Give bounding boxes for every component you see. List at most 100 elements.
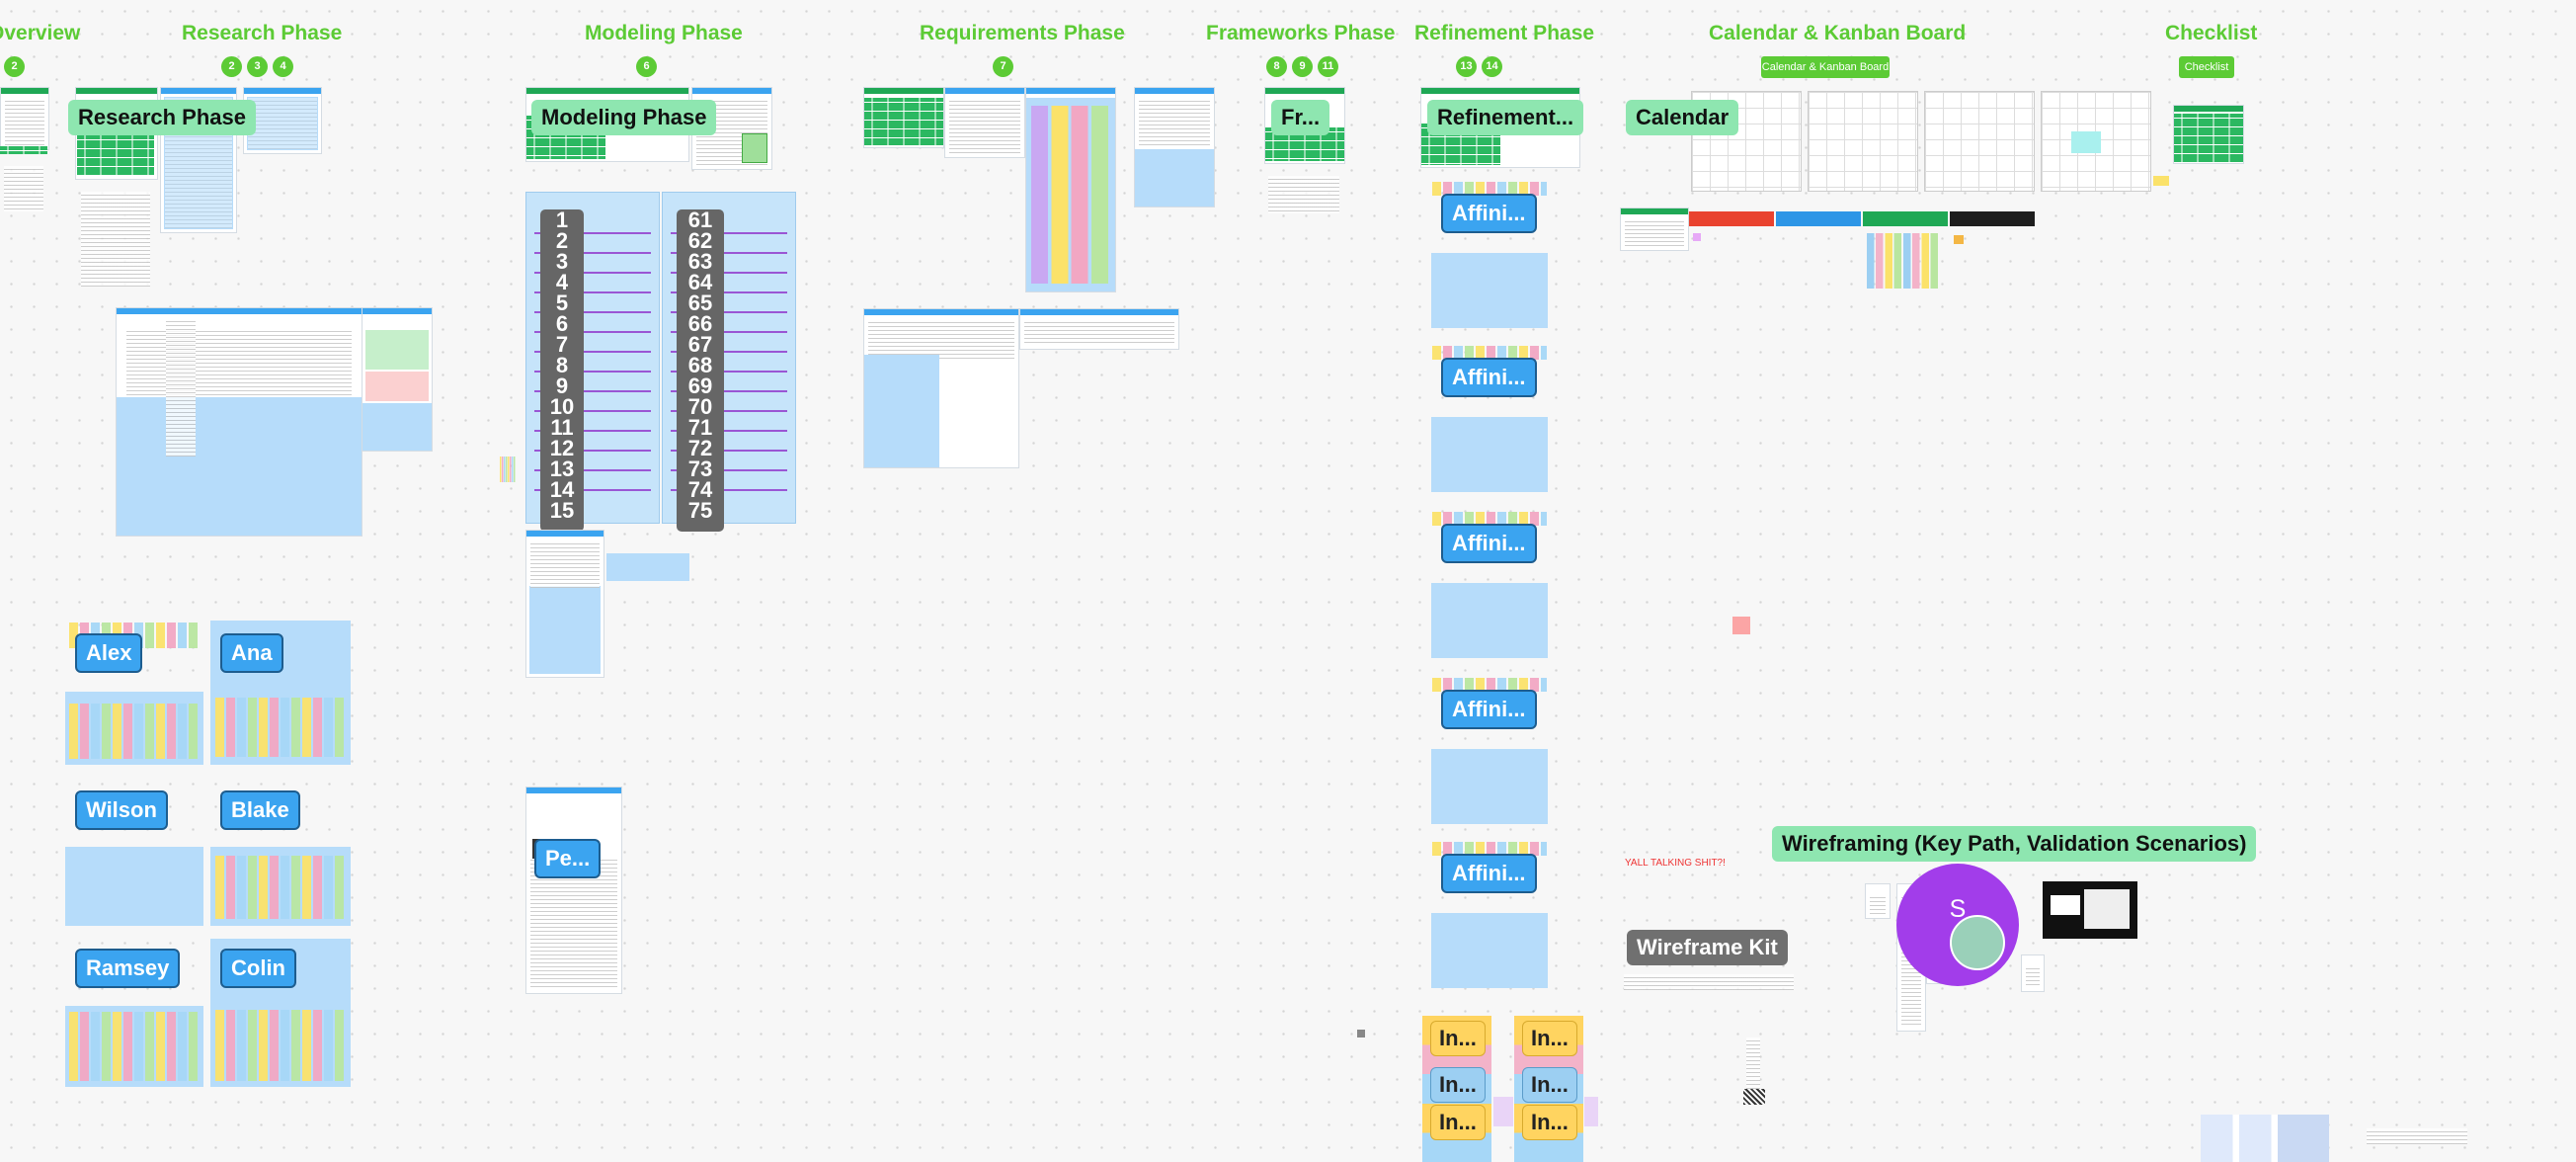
avatar-photo[interactable] [1950,915,2005,970]
number-item[interactable]: 73 [687,456,713,481]
frame-label-frameworks[interactable]: Fr... [1271,100,1330,135]
label-alex[interactable]: Alex [75,633,143,673]
label-affinity-5[interactable]: Affini... [1441,854,1537,893]
number-item[interactable]: 72 [687,436,713,460]
label-ana[interactable]: Ana [220,633,283,673]
requirements-document-5[interactable] [1019,308,1179,350]
number-item[interactable]: 11 [550,415,574,440]
research-document-3[interactable] [243,87,322,154]
number-item[interactable]: 63 [687,249,713,274]
requirements-document-3[interactable] [1134,87,1215,208]
badge-refinement-2[interactable]: 14 [1482,56,1502,77]
kanban-card[interactable] [1954,235,1964,244]
number-item[interactable]: 4 [555,270,569,294]
number-item[interactable]: 7 [555,332,569,357]
number-item[interactable]: 68 [687,353,713,377]
label-interview-3[interactable]: In... [1430,1067,1486,1103]
kanban-notes[interactable] [1620,208,1689,251]
label-affinity-4[interactable]: Affini... [1441,690,1537,729]
overview-document[interactable] [0,87,49,150]
number-item[interactable]: 70 [687,394,713,419]
number-item[interactable]: 15 [549,498,575,523]
badge-requirements-1[interactable]: 7 [993,56,1013,77]
badge-frameworks-2[interactable]: 9 [1292,56,1313,77]
wireframe-mobile-4[interactable] [2021,954,2045,992]
affinity-board-1[interactable] [1431,253,1548,328]
badge-overview-1[interactable]: 2 [4,56,25,77]
requirements-board[interactable] [1025,87,1116,292]
badge-research-3[interactable]: 4 [273,56,293,77]
kanban-column-todo[interactable] [1689,211,1774,226]
number-item[interactable]: 13 [549,456,575,481]
wilson-board[interactable] [65,847,203,926]
requirements-document-1[interactable] [863,87,944,148]
number-item[interactable]: 8 [555,353,569,377]
calendar-month-4[interactable] [2041,91,2151,192]
label-ramsey[interactable]: Ramsey [75,949,181,988]
number-item[interactable]: 65 [687,290,713,315]
label-colin[interactable]: Colin [220,949,296,988]
number-item[interactable]: 74 [687,477,713,502]
label-affinity-3[interactable]: Affini... [1441,524,1537,563]
requirements-document-4[interactable] [863,308,1019,468]
number-item[interactable]: 1 [555,208,569,232]
number-item[interactable]: 10 [549,394,575,419]
affinity-board-5[interactable] [1431,913,1548,988]
kanban-column-completed[interactable] [1863,211,1948,226]
kanban-column-in-progress[interactable] [1776,211,1861,226]
number-item[interactable]: 71 [687,415,713,440]
persona-document[interactable] [525,787,622,994]
number-item[interactable]: 75 [687,498,713,523]
badge-research-2[interactable]: 3 [247,56,268,77]
stray-shape[interactable] [1732,617,1750,634]
calendar-kanban-button[interactable]: Calendar & Kanban Board [1761,56,1890,78]
number-item[interactable]: 61 [687,208,713,232]
frame-label-wireframe-kit[interactable]: Wireframe Kit [1627,930,1788,965]
number-item[interactable]: 62 [687,228,713,253]
number-item[interactable]: 6 [555,311,569,336]
calendar-month-2[interactable] [1808,91,1918,192]
label-affinity-1[interactable]: Affini... [1441,194,1537,233]
number-item[interactable]: 12 [549,436,575,460]
label-interview-1[interactable]: In... [1430,1021,1486,1056]
label-blake[interactable]: Blake [220,790,300,830]
badge-frameworks-3[interactable]: 11 [1318,56,1338,77]
research-summary-board[interactable] [362,307,433,452]
wireframe-mobile-1[interactable] [1865,883,1891,919]
badge-refinement-1[interactable]: 13 [1456,56,1477,77]
label-affinity-2[interactable]: Affini... [1441,358,1537,397]
wireframe-dark-screen[interactable] [2043,881,2137,939]
number-item[interactable]: 5 [555,290,569,315]
number-item[interactable]: 3 [555,249,569,274]
affinity-board-2[interactable] [1431,417,1548,492]
frame-label-research[interactable]: Research Phase [68,100,256,135]
number-item[interactable]: 14 [549,477,575,502]
frame-label-modeling[interactable]: Modeling Phase [531,100,717,135]
label-wilson[interactable]: Wilson [75,790,168,830]
label-interview-6[interactable]: In... [1522,1105,1577,1140]
number-item[interactable]: 9 [555,374,569,398]
badge-research-1[interactable]: 2 [221,56,242,77]
label-interview-2[interactable]: In... [1522,1021,1577,1056]
number-item[interactable]: 67 [687,332,713,357]
label-persona[interactable]: Pe... [534,839,602,878]
badge-modeling-1[interactable]: 6 [636,56,657,77]
frame-label-wireframing[interactable]: Wireframing (Key Path, Validation Scenar… [1772,826,2257,862]
requirements-document-2[interactable] [944,87,1025,158]
modeling-document-3[interactable] [525,530,604,678]
number-item[interactable]: 2 [555,228,569,253]
frame-label-refinement[interactable]: Refinement... [1427,100,1584,135]
stray-shape[interactable] [1357,1030,1365,1038]
number-item[interactable]: 69 [687,374,713,398]
research-synthesis-board[interactable] [116,307,362,537]
number-item[interactable]: 66 [687,311,713,336]
badge-frameworks-1[interactable]: 8 [1266,56,1287,77]
affinity-board-4[interactable] [1431,749,1548,824]
calendar-month-3[interactable] [1924,91,2035,192]
affinity-board-3[interactable] [1431,583,1548,658]
checklist-document[interactable] [2173,105,2244,164]
modeling-note[interactable] [606,553,689,581]
kanban-column-blocked[interactable] [1950,211,2035,226]
kanban-card[interactable] [1693,233,1701,241]
label-interview-4[interactable]: In... [1522,1067,1577,1103]
